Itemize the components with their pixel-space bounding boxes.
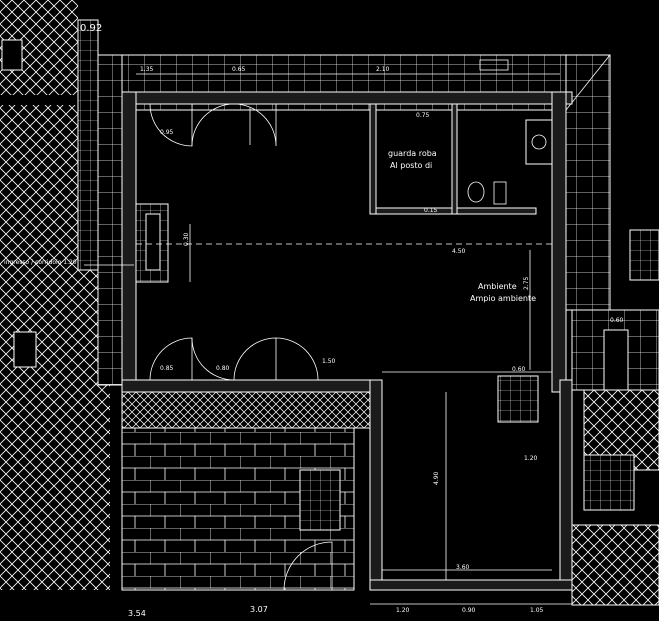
top-a-dimension: 1.35 [140,66,154,73]
left-lattice-zone [0,0,110,590]
door-swings-bottom [149,337,319,381]
closet-walls [369,103,537,215]
right-a-dimension: 0.15 [424,207,438,214]
height-note-dimension: 2.75 [523,276,530,290]
room-height-dimension: 4.90 [433,471,440,485]
right-external-zone [497,229,659,606]
roof-diagonal [565,54,611,111]
niche-dimension: 0.30 [183,232,190,246]
dimension-lines [84,73,572,605]
top-corner-dimension: 0.92 [80,23,102,34]
brick-stair [299,469,341,531]
top-b-dimension: 0.65 [232,66,246,73]
living-width-dimension: 4.50 [452,248,466,255]
side-a-dimension: 1.20 [524,455,538,462]
bottom-a-dimension: 1.20 [396,607,410,614]
door-b-dimension: 0.85 [160,365,174,372]
door-a-dimension: 0.95 [160,129,174,136]
terrace-lattice [121,391,371,429]
exit-door [283,541,333,591]
left-side-stair [77,19,99,271]
stair-step-dimension: 1.50 [322,358,336,365]
bathroom-fixtures [467,59,553,205]
bottom-c-dimension: 1.05 [530,607,544,614]
bottom-left-dimension: 3.54 [128,609,146,618]
living-name-label: Ambiente [478,282,517,291]
living-note-label: Ampio ambiente [470,294,536,303]
bottom-b-dimension: 0.90 [462,607,476,614]
left-corridor-label: ingresso / corridoio 1.20 [4,259,77,266]
left-perimeter-band [97,54,123,386]
right-perimeter-band [565,54,611,311]
bottom-mid-dimension: 3.07 [250,605,268,614]
closet-note-label: Al posto di [390,161,432,170]
room-width-dimension: 3.60 [456,564,470,571]
top-c-dimension: 2.10 [376,66,390,73]
main-walls [121,91,573,591]
top-d-dimension: 0.75 [416,112,430,119]
door-c-dimension: 0.80 [216,365,230,372]
side-b-dimension: 0.60 [610,317,624,324]
closet-name-label: guarda roba [388,149,437,158]
door-swings-top [149,103,277,147]
door-d-dimension: 0.60 [512,366,526,373]
